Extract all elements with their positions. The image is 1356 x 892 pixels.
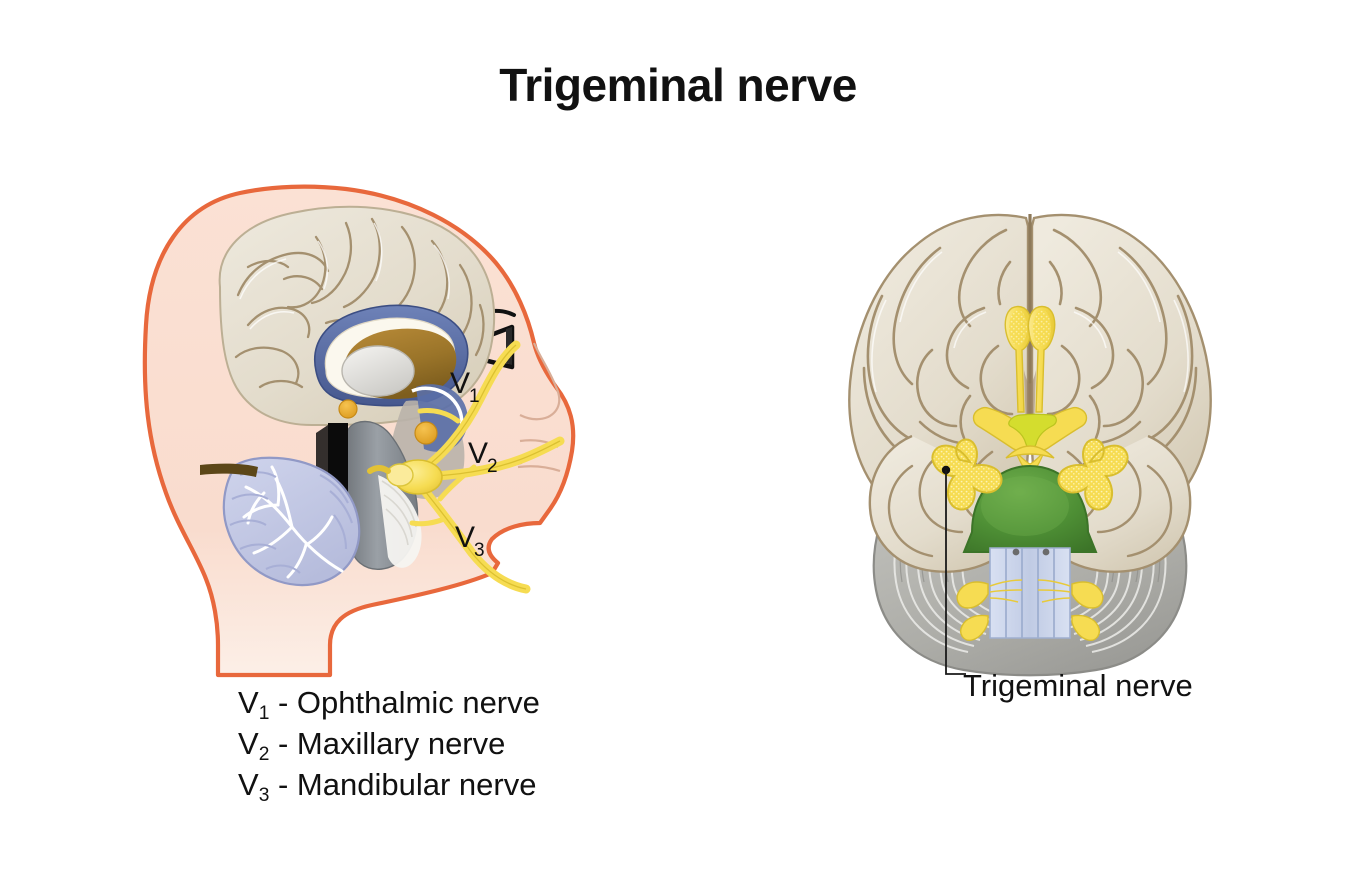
branch-label-v3: V 3 [455,521,485,561]
medulla [989,547,1071,639]
massa-intermedia [341,345,415,397]
svg-text:2: 2 [487,456,498,477]
legend-subscript-v3: 3 [258,785,270,807]
legend-item-v3: V3 - Mandibular nerve [238,764,540,807]
legend-symbol-v3: V [238,767,259,803]
trigeminal-root-left [931,438,1003,511]
svg-text:V: V [450,367,470,400]
legend-subscript-v2: 2 [258,743,270,765]
legend-text-v3: - Mandibular nerve [269,767,537,803]
callout-label-trigeminal-nerve: Trigeminal nerve [963,668,1193,703]
olfactory-tracts [1004,305,1056,413]
legend-item-v2: V2 - Maxillary nerve [238,723,540,765]
trigeminal-root-right [1057,438,1129,511]
pituitary-gland [414,421,438,445]
mammillary-body [338,399,358,419]
svg-text:3: 3 [474,540,485,561]
branch-label-v2: V 2 [468,437,498,477]
tentorium [200,463,258,477]
inferior-brain-figure [820,200,1240,680]
cerebellum [222,456,361,587]
legend-text-v1: - Ophthalmic nerve [269,685,540,720]
legend-subscript-v1: 1 [258,702,270,724]
legend-symbol-v2: V [238,726,259,762]
cerebral-hemispheres-inferior [848,213,1212,573]
legend-item-v1: V1 - Ophthalmic nerve [238,682,540,724]
svg-text:V: V [455,521,475,554]
trigeminal-nerve-lateral-outline [419,344,561,590]
trigeminal-ganglion [367,459,443,495]
svg-text:1: 1 [469,386,480,407]
page-title: Trigeminal nerve [499,59,857,111]
callout-leader [941,465,966,675]
thalamus [341,328,457,399]
trigeminal-nerve-roots [931,438,1129,641]
inferior-brain-svg [848,213,1212,677]
olfactory-bulb-left [1009,310,1027,346]
lateral-head-svg: V 1 V 2 V 3 [142,184,576,678]
legend-symbol-v1: V [238,685,259,720]
branch-label-v1: V 1 [450,367,480,407]
legend: V1 - Ophthalmic nerve V2 - Maxillary ner… [238,682,540,806]
legend-text-v2: - Maxillary nerve [269,726,506,762]
olfactory-bulb-right [1033,310,1051,346]
svg-text:V: V [468,437,488,470]
lateral-head-figure: V 1 V 2 V 3 [120,175,640,678]
